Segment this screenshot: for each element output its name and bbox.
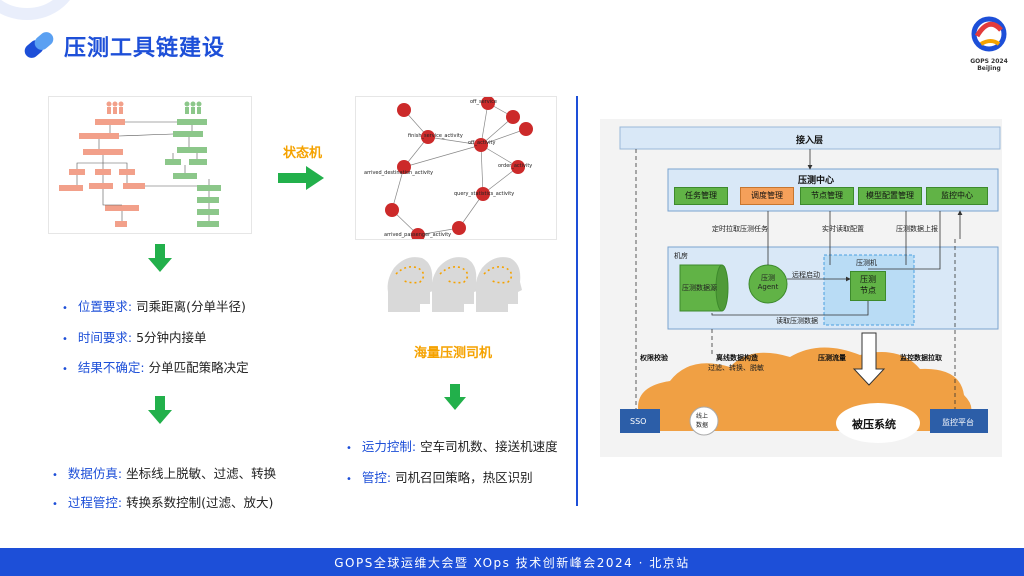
flow-label: 离线数据构造 [716, 354, 758, 362]
state-node [397, 103, 411, 117]
node-label: finish_service_activity [408, 133, 463, 139]
bullet-item: •位置要求: 司乘距离(分单半径) [62, 299, 246, 314]
gops-logo: GOPS 2024 BeiJing [966, 14, 1012, 74]
sso-box: SSO [630, 417, 647, 426]
bullet-label: 运力控制: [361, 439, 417, 454]
corner-decoration [0, 0, 70, 20]
state-node [397, 160, 411, 174]
bullet-label: 时间要求: [77, 330, 133, 345]
node-label: arrived_passenger_activity [384, 232, 452, 238]
bullet-item: •结果不确定: 分单匹配策略决定 [62, 360, 249, 375]
online-data: 线上 数据 [696, 413, 709, 429]
bullet-label: 数据仿真: [67, 466, 123, 481]
state-machine-label: 状态机 [283, 146, 323, 161]
gops-emblem-icon [971, 16, 1007, 52]
state-node [411, 228, 425, 242]
down-arrow-icon [148, 396, 172, 424]
flow-label: 监控数据拉取 [900, 354, 942, 362]
right-arrow-icon [278, 166, 324, 190]
flow-label: 压测流量 [818, 354, 846, 362]
bullet-text: 空车司机数、接送机速度 [416, 439, 558, 454]
state-node [385, 203, 399, 217]
module-box: 模型配置管理 [858, 187, 922, 205]
state-node [452, 221, 466, 235]
bullet-text: 分单匹配策略决定 [144, 360, 249, 375]
flow-label: 压测数据上报 [896, 225, 938, 233]
bullet-item: •管控: 司机召回策略，热区识别 [346, 470, 533, 485]
node-label: arrived_destination_activity [364, 170, 434, 176]
module-box: 调度管理 [740, 187, 794, 205]
flow-label: 过滤、转换、脱敏 [708, 364, 764, 372]
access-layer: 接入层 [796, 136, 824, 146]
module-box: 任务管理 [674, 187, 728, 205]
state-machine-graph: off_service finish_service_activity off_… [355, 96, 557, 242]
state-node [506, 110, 520, 124]
node-label: off_service [470, 99, 497, 105]
bullet-label: 结果不确定: [77, 360, 145, 375]
bullet-label: 位置要求: [77, 299, 133, 314]
bullet-text: 5分钟内接单 [132, 330, 207, 345]
module-box: 监控中心 [926, 187, 988, 205]
state-node [511, 160, 525, 174]
bullet-text: 转换系数控制(过滤、放大) [122, 495, 274, 510]
bullet-item: •运力控制: 空车司机数、接送机速度 [346, 439, 558, 454]
node-box: 压测 节点 [850, 271, 886, 301]
bullet-text: 司机召回策略，热区识别 [391, 470, 533, 485]
footer-bar [0, 548, 1024, 576]
state-node [474, 138, 488, 152]
down-arrow-icon [148, 244, 172, 272]
bullet-item: •时间要求: 5分钟内接单 [62, 330, 207, 345]
dispatch-flowchart-image [48, 96, 252, 234]
node-label: off_activity [468, 140, 496, 146]
brand-logo-icon [24, 32, 54, 58]
flow-label: 实时读取配置 [822, 225, 864, 233]
architecture-diagram: 接入层 压测中心 任务管理 调度管理 节点管理 模型配置管理 监控中心 定时拉取… [600, 119, 1002, 457]
bullet-label: 管控: [361, 470, 392, 485]
mass-drivers-label: 海量压测司机 [414, 346, 493, 361]
flow-label: 定时拉取压测任务 [712, 225, 768, 233]
monitor-platform: 监控平台 [942, 418, 974, 427]
bullet-item: •数据仿真: 坐标线上脱敏、过滤、转换 [52, 466, 277, 481]
state-node [481, 96, 495, 110]
flow-label: 权限校验 [640, 354, 668, 362]
down-arrow-icon [444, 384, 466, 410]
module-box: 节点管理 [800, 187, 854, 205]
gops-logo-line2: BeiJing [977, 65, 1001, 72]
center-title: 压测中心 [798, 176, 835, 186]
agent-node: 压测 Agent [757, 274, 779, 291]
state-node [421, 130, 435, 144]
section-divider [576, 96, 578, 506]
bullet-text: 司乘距离(分单半径) [132, 299, 246, 314]
node-label: order_activity [498, 163, 533, 169]
page-title: 压测工具链建设 [64, 36, 226, 61]
gops-logo-line1: GOPS 2024 [970, 58, 1008, 65]
bullet-item: •过程管控: 转换系数控制(过滤、放大) [52, 495, 274, 510]
machine-label: 压测机 [856, 259, 877, 267]
flow-label: 读取压测数据 [776, 317, 818, 325]
room-label: 机房 [674, 252, 688, 260]
driver-heads-image [387, 257, 522, 312]
bullet-text: 坐标线上脱敏、过滤、转换 [122, 466, 277, 481]
target-system: 被压系统 [852, 418, 896, 431]
flow-label: 远程启动 [792, 271, 820, 279]
state-node [519, 122, 533, 136]
node-label: query_statistics_activity [454, 191, 515, 197]
footer-text: GOPS全球运维大会暨 XOps 技术创新峰会2024 · 北京站 [334, 556, 690, 570]
state-node [476, 187, 490, 201]
bullet-label: 过程管控: [67, 495, 123, 510]
data-source: 压测数据源 [682, 284, 717, 292]
